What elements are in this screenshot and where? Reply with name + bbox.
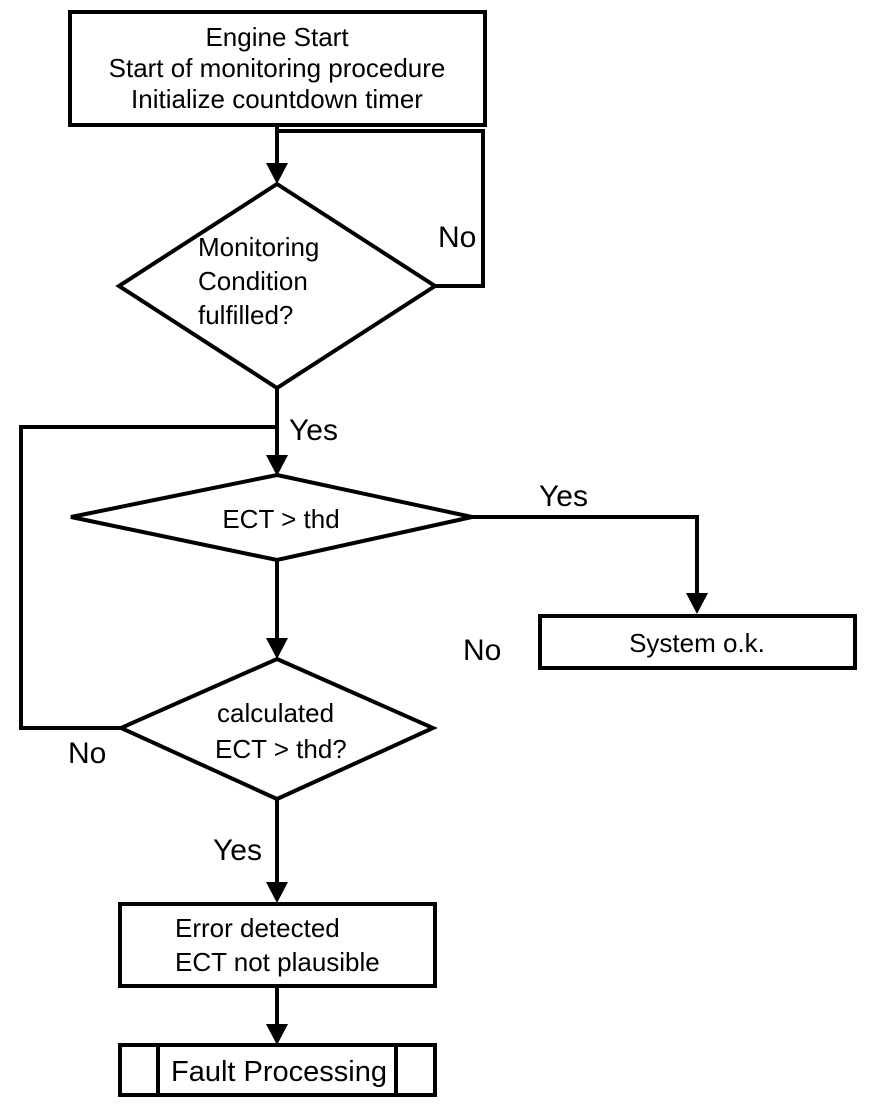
calculated-diamond-line2: ECT > thd? [215, 734, 347, 764]
label-monitoring-yes: Yes [289, 414, 338, 447]
error-box-line1: Error detected [175, 913, 340, 943]
fault-processing-label: Fault Processing [171, 1056, 387, 1088]
monitoring-diamond-line3: fulfilled? [198, 300, 293, 330]
arrowhead-error-top [266, 882, 288, 903]
system-ok-box [538, 614, 857, 670]
system-ok-label: System o.k. [629, 628, 765, 658]
error-detected-box [118, 902, 437, 988]
ect-check-diamond [70, 472, 473, 563]
error-box-line2: ECT not plausible [175, 947, 380, 977]
label-ect-yes: Yes [539, 480, 588, 513]
edge-calculated-no-loop [19, 425, 277, 730]
arrowhead-ect-top [266, 455, 288, 476]
calculated-check-diamond [116, 656, 438, 802]
label-calculated-yes: Yes [213, 834, 262, 867]
label-monitoring-no: No [438, 221, 476, 254]
calculated-diamond-line1: calculated [217, 698, 334, 728]
label-ect-no: No [463, 634, 501, 667]
start-box-line1: Engine Start [205, 22, 349, 52]
monitoring-condition-diamond [115, 181, 439, 391]
start-box-line3: Initialize countdown timer [131, 84, 423, 114]
monitoring-diamond-line2: Condition [198, 266, 308, 296]
label-calculated-no: No [68, 737, 106, 770]
arrowhead-fault-top [266, 1024, 288, 1045]
edge-monitoring-no-loop [275, 129, 485, 288]
arrowhead-monitoring-top [266, 163, 288, 184]
arrowhead-system-ok-top [686, 593, 708, 614]
fault-processing-box [118, 1043, 437, 1097]
monitoring-diamond-line1: Monitoring [198, 232, 319, 262]
start-box [68, 10, 487, 127]
arrowhead-calculated-top [266, 638, 288, 659]
edge-ect-yes [470, 515, 699, 597]
start-box-line2: Start of monitoring procedure [109, 53, 446, 83]
ect-check-label: ECT > thd [222, 504, 339, 534]
